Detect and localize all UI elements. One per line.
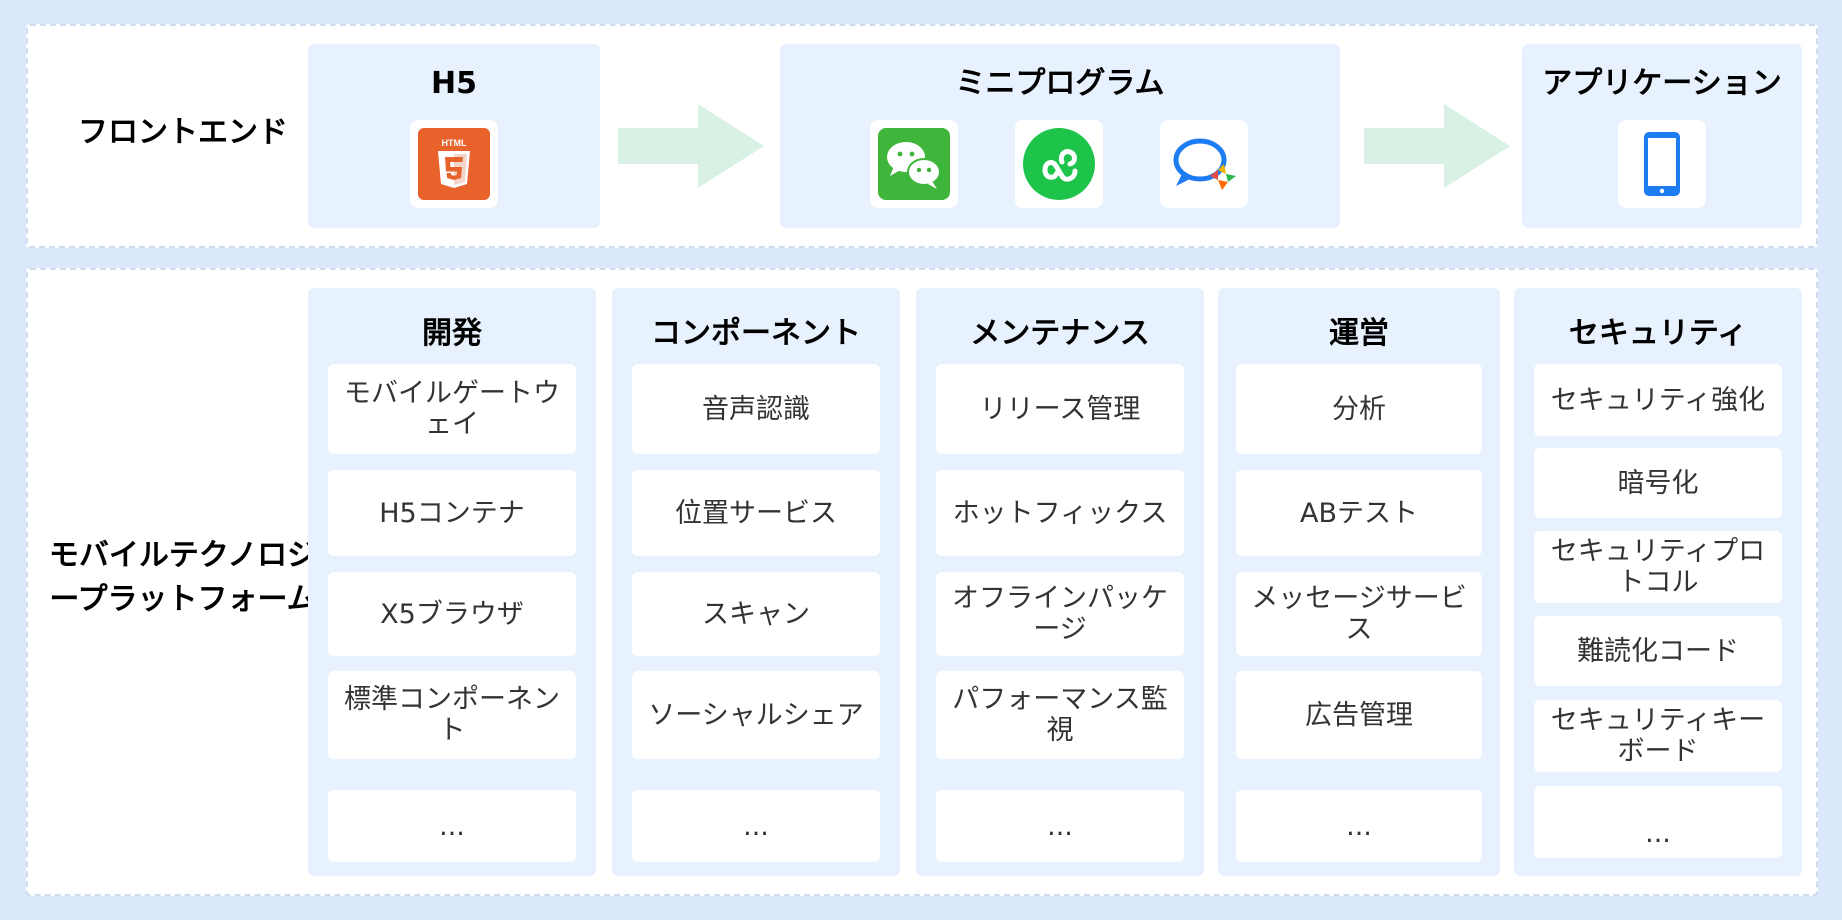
list-item: H5コンテナ [328,470,576,556]
mobile-phone-icon [1618,120,1706,208]
column-components: コンポーネント 音声認識 位置サービス スキャン ソーシャルシェア ... [612,288,900,876]
list-item: 広告管理 [1236,671,1482,759]
platform-section: モバイルテクノロジープラットフォーム 開発 モバイルゲートウェイ H5コンテナ … [26,268,1818,896]
list-item: 分析 [1236,364,1482,454]
list-item: ... [1534,786,1782,858]
h5-panel: H5 HTML [308,44,600,228]
wechat-icon [870,120,958,208]
list-item: ... [328,790,576,862]
arrow-right-icon [618,104,764,188]
list-item: 難読化コード [1534,616,1782,686]
miniprogram-title: ミニプログラム [955,66,1165,101]
list-item: メッセージサービス [1236,572,1482,656]
column-development: 開発 モバイルゲートウェイ H5コンテナ X5ブラウザ 標準コンポーネント ..… [308,288,596,876]
list-item: 暗号化 [1534,448,1782,518]
list-item: スキャン [632,572,880,656]
list-item: ソーシャルシェア [632,671,880,759]
column-maintenance: メンテナンス リリース管理 ホットフィックス オフラインパッケージ パフォーマン… [916,288,1204,876]
h5-title: H5 [431,66,477,101]
column-title: 開発 [422,316,482,351]
column-operations: 運営 分析 ABテスト メッセージサービス 広告管理 ... [1218,288,1500,876]
list-item: 位置サービス [632,470,880,556]
column-title: 運営 [1329,316,1389,351]
list-item: セキュリティ強化 [1534,364,1782,436]
svg-text:HTML: HTML [442,138,467,148]
application-panel: アプリケーション [1522,44,1802,228]
platform-label: モバイルテクノロジープラットフォーム [48,538,318,617]
list-item: セキュリティプロトコル [1534,531,1782,603]
list-item: ABテスト [1236,470,1482,556]
list-item: オフラインパッケージ [936,572,1184,656]
chat-bubble-icon [1160,120,1248,208]
miniprogram-panel: ミニプログラム [780,44,1340,228]
html5-icon: HTML [410,120,498,208]
arrow-right-icon [1364,104,1510,188]
list-item: リリース管理 [936,364,1184,454]
list-item: ... [1236,790,1482,862]
list-item: X5ブラウザ [328,572,576,656]
column-security: セキュリティ セキュリティ強化 暗号化 セキュリティプロトコル 難読化コード セ… [1514,288,1802,876]
frontend-label: フロントエンド [78,115,288,150]
application-title: アプリケーション [1542,66,1782,101]
mini-program-icon [1015,120,1103,208]
list-item: ... [936,790,1184,862]
frontend-section: フロントエンド H5 HTML ミニプログラム [26,24,1818,248]
list-item: ... [632,790,880,862]
list-item: モバイルゲートウェイ [328,364,576,454]
column-title: コンポーネント [651,316,861,351]
column-title: セキュリティ [1568,316,1748,351]
list-item: セキュリティキーボード [1534,700,1782,772]
list-item: ホットフィックス [936,470,1184,556]
list-item: 標準コンポーネント [328,671,576,759]
column-title: メンテナンス [970,316,1150,351]
list-item: 音声認識 [632,364,880,454]
list-item: パフォーマンス監視 [936,671,1184,759]
